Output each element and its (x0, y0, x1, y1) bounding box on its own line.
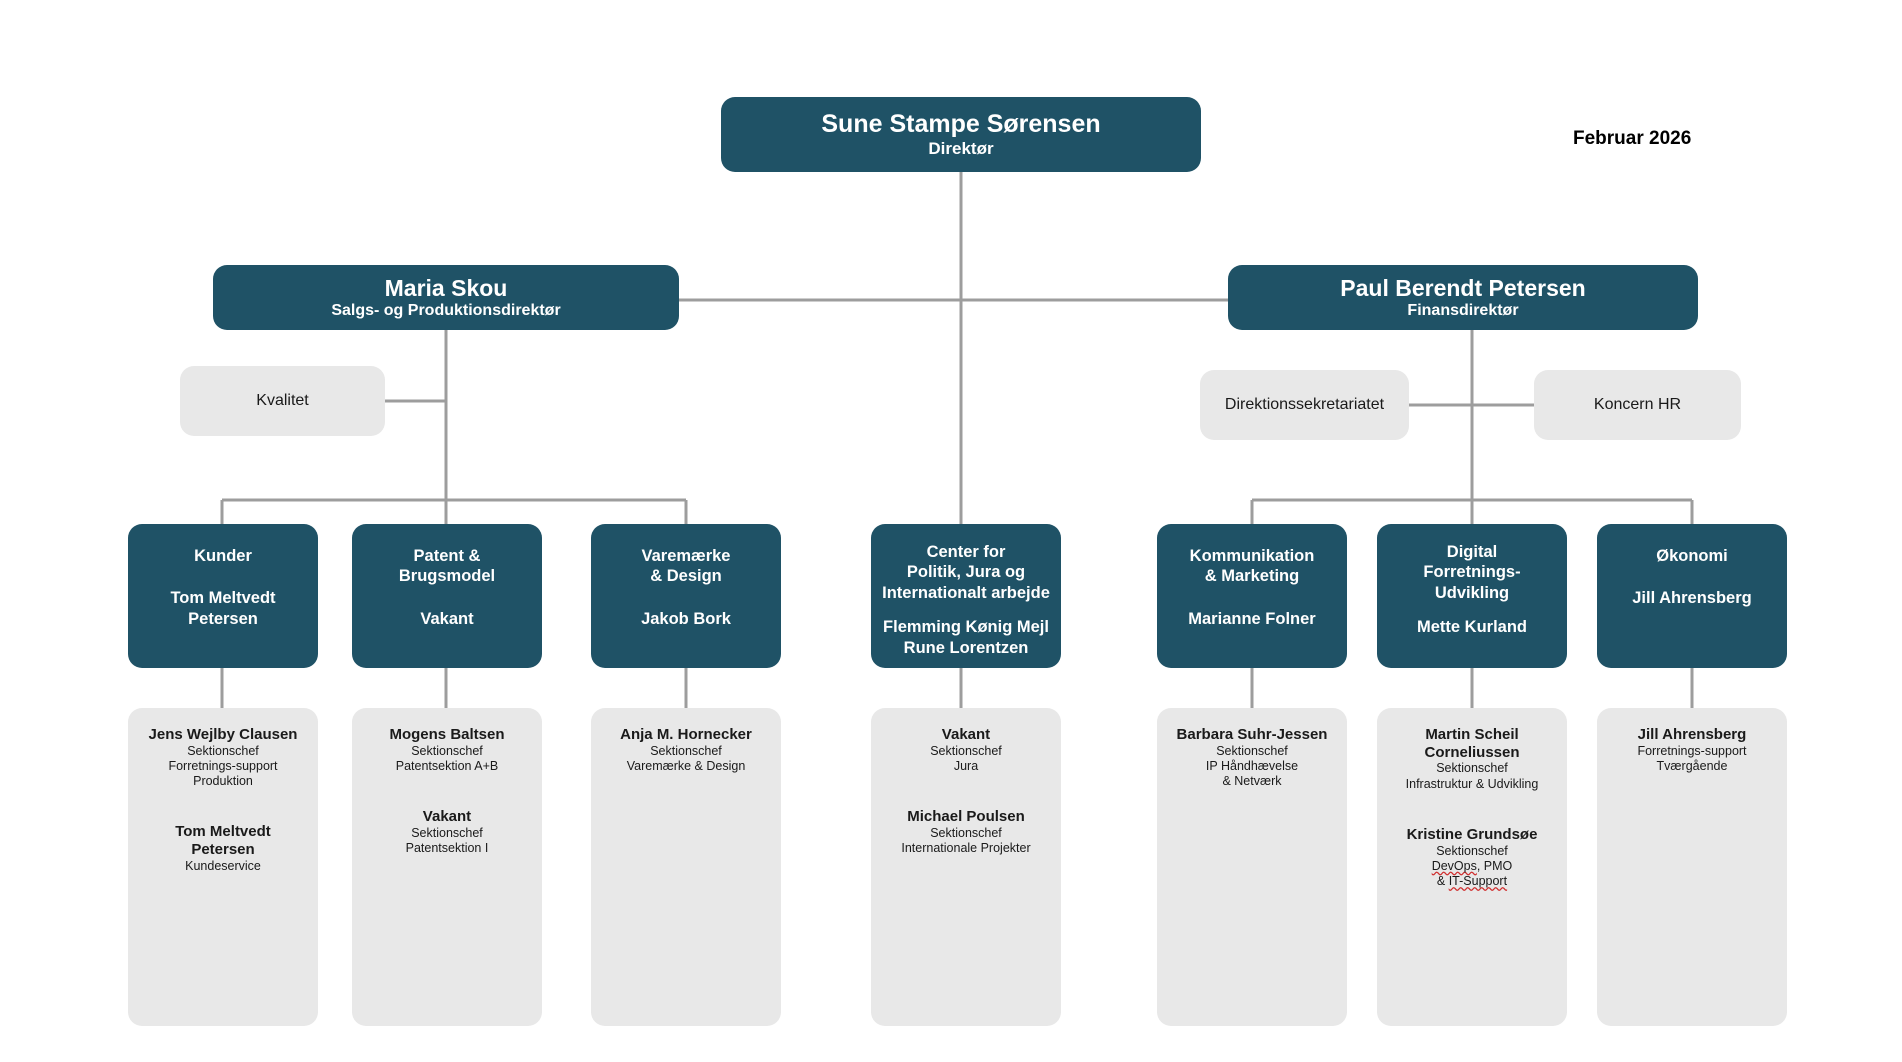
section-role-line: Varemærke & Design (626, 758, 746, 773)
section-person-name: Jill Ahrensberg (1637, 726, 1747, 743)
section-role-line: Infrastruktur & Udvikling (1405, 776, 1539, 791)
section-role-line: Forretnings-support (168, 758, 278, 773)
section-role-line: Forretnings-support (1637, 743, 1747, 758)
department-title: Økonomi (1656, 547, 1728, 565)
section-role-line: Jura (953, 758, 979, 773)
node-department-kommunikation-marketing[interactable]: Kommunikation& Marketing Marianne Folner (1157, 524, 1347, 668)
director-name: Maria Skou (384, 274, 508, 301)
department-person: Jill Ahrensberg (1632, 589, 1752, 608)
staff-unit-label: Direktionssekretariatet (1224, 396, 1385, 414)
executive-name: Sune Stampe Sørensen (821, 110, 1101, 139)
section-person-name: Vakant (422, 808, 472, 826)
section-role-line: Tværgående (1656, 758, 1728, 773)
section-role-line: & Netværk (1222, 774, 1282, 789)
section-role-line: Patentsektion A+B (395, 758, 499, 773)
section-role-line: Sektionschef (650, 743, 722, 758)
section-role-line: Kundeservice (185, 858, 261, 873)
date-stamp: Februar 2026 (1573, 128, 1692, 149)
section-person-name: Vakant (941, 726, 991, 743)
section-role-line: Sektionschef (411, 825, 483, 840)
section-role-line: Sektionschef (930, 825, 1002, 840)
section-person-name: Jens Wejlby Clausen (148, 726, 298, 743)
node-director-sales-production[interactable]: Maria Skou Salgs- og Produktionsdirektør (213, 265, 679, 330)
director-title: Finansdirektør (1407, 301, 1519, 319)
director-title: Salgs- og Produktionsdirektør (331, 301, 561, 319)
section-person-name: Michael Poulsen (907, 808, 1025, 826)
section-role-line: IP Håndhævelse (1205, 758, 1299, 773)
node-staff-koncern-hr[interactable]: Koncern HR (1534, 370, 1741, 440)
node-staff-kvalitet[interactable]: Kvalitet (180, 366, 385, 436)
section-role-line: Sektionschef (1216, 743, 1288, 758)
section-role-line: Sektionschef (1436, 843, 1508, 858)
node-director-finance[interactable]: Paul Berendt Petersen Finansdirektør (1228, 265, 1698, 330)
department-person: Mette Kurland (1416, 618, 1527, 637)
section-role-line: Sektionschef (411, 743, 483, 758)
node-staff-direktionssekretariatet[interactable]: Direktionssekretariatet (1200, 370, 1409, 440)
department-title: Varemærke& Design (641, 547, 731, 586)
executive-title: Direktør (928, 139, 994, 159)
department-title: Kunder (194, 547, 252, 565)
section-role-line: Internationale Projekter (901, 841, 1031, 856)
node-department-oekonomi[interactable]: Økonomi Jill Ahrensberg (1597, 524, 1787, 668)
node-department-patent-brugsmodel[interactable]: Patent &Brugsmodel Vakant (352, 524, 542, 668)
section-person-name: Mogens Baltsen (389, 726, 505, 743)
department-title: Kommunikation& Marketing (1189, 547, 1315, 586)
staff-unit-label: Koncern HR (1593, 396, 1682, 414)
section-role-line: Produktion (193, 774, 253, 789)
section-role-line: & IT-Support (1436, 874, 1508, 889)
section-person-name: Kristine Grundsøe (1406, 825, 1538, 843)
section-person-name: Barbara Suhr-Jessen (1176, 726, 1328, 743)
section-role-line: Sektionschef (187, 743, 259, 758)
section-person-name: Anja M. Hornecker (620, 726, 752, 743)
node-department-varemaerke-design[interactable]: Varemærke& Design Jakob Bork (591, 524, 781, 668)
section-role-line: Sektionschef (930, 743, 1002, 758)
spellcheck-underline: DevOps (1431, 858, 1477, 873)
department-title: Patent &Brugsmodel (398, 547, 496, 586)
node-executive-director[interactable]: Sune Stampe Sørensen Direktør (721, 97, 1201, 172)
department-person: Marianne Folner (1188, 609, 1316, 628)
section-role-line: DevOps, PMO (1431, 858, 1513, 873)
spellcheck-underline: IT-Support (1448, 874, 1508, 889)
section-role-line: Sektionschef (1436, 761, 1508, 776)
section-role-line: Patentsektion I (405, 841, 489, 856)
department-person: Jakob Bork (641, 609, 731, 628)
director-name: Paul Berendt Petersen (1340, 274, 1586, 301)
department-person: Vakant (420, 609, 474, 628)
staff-unit-label: Kvalitet (256, 392, 309, 410)
